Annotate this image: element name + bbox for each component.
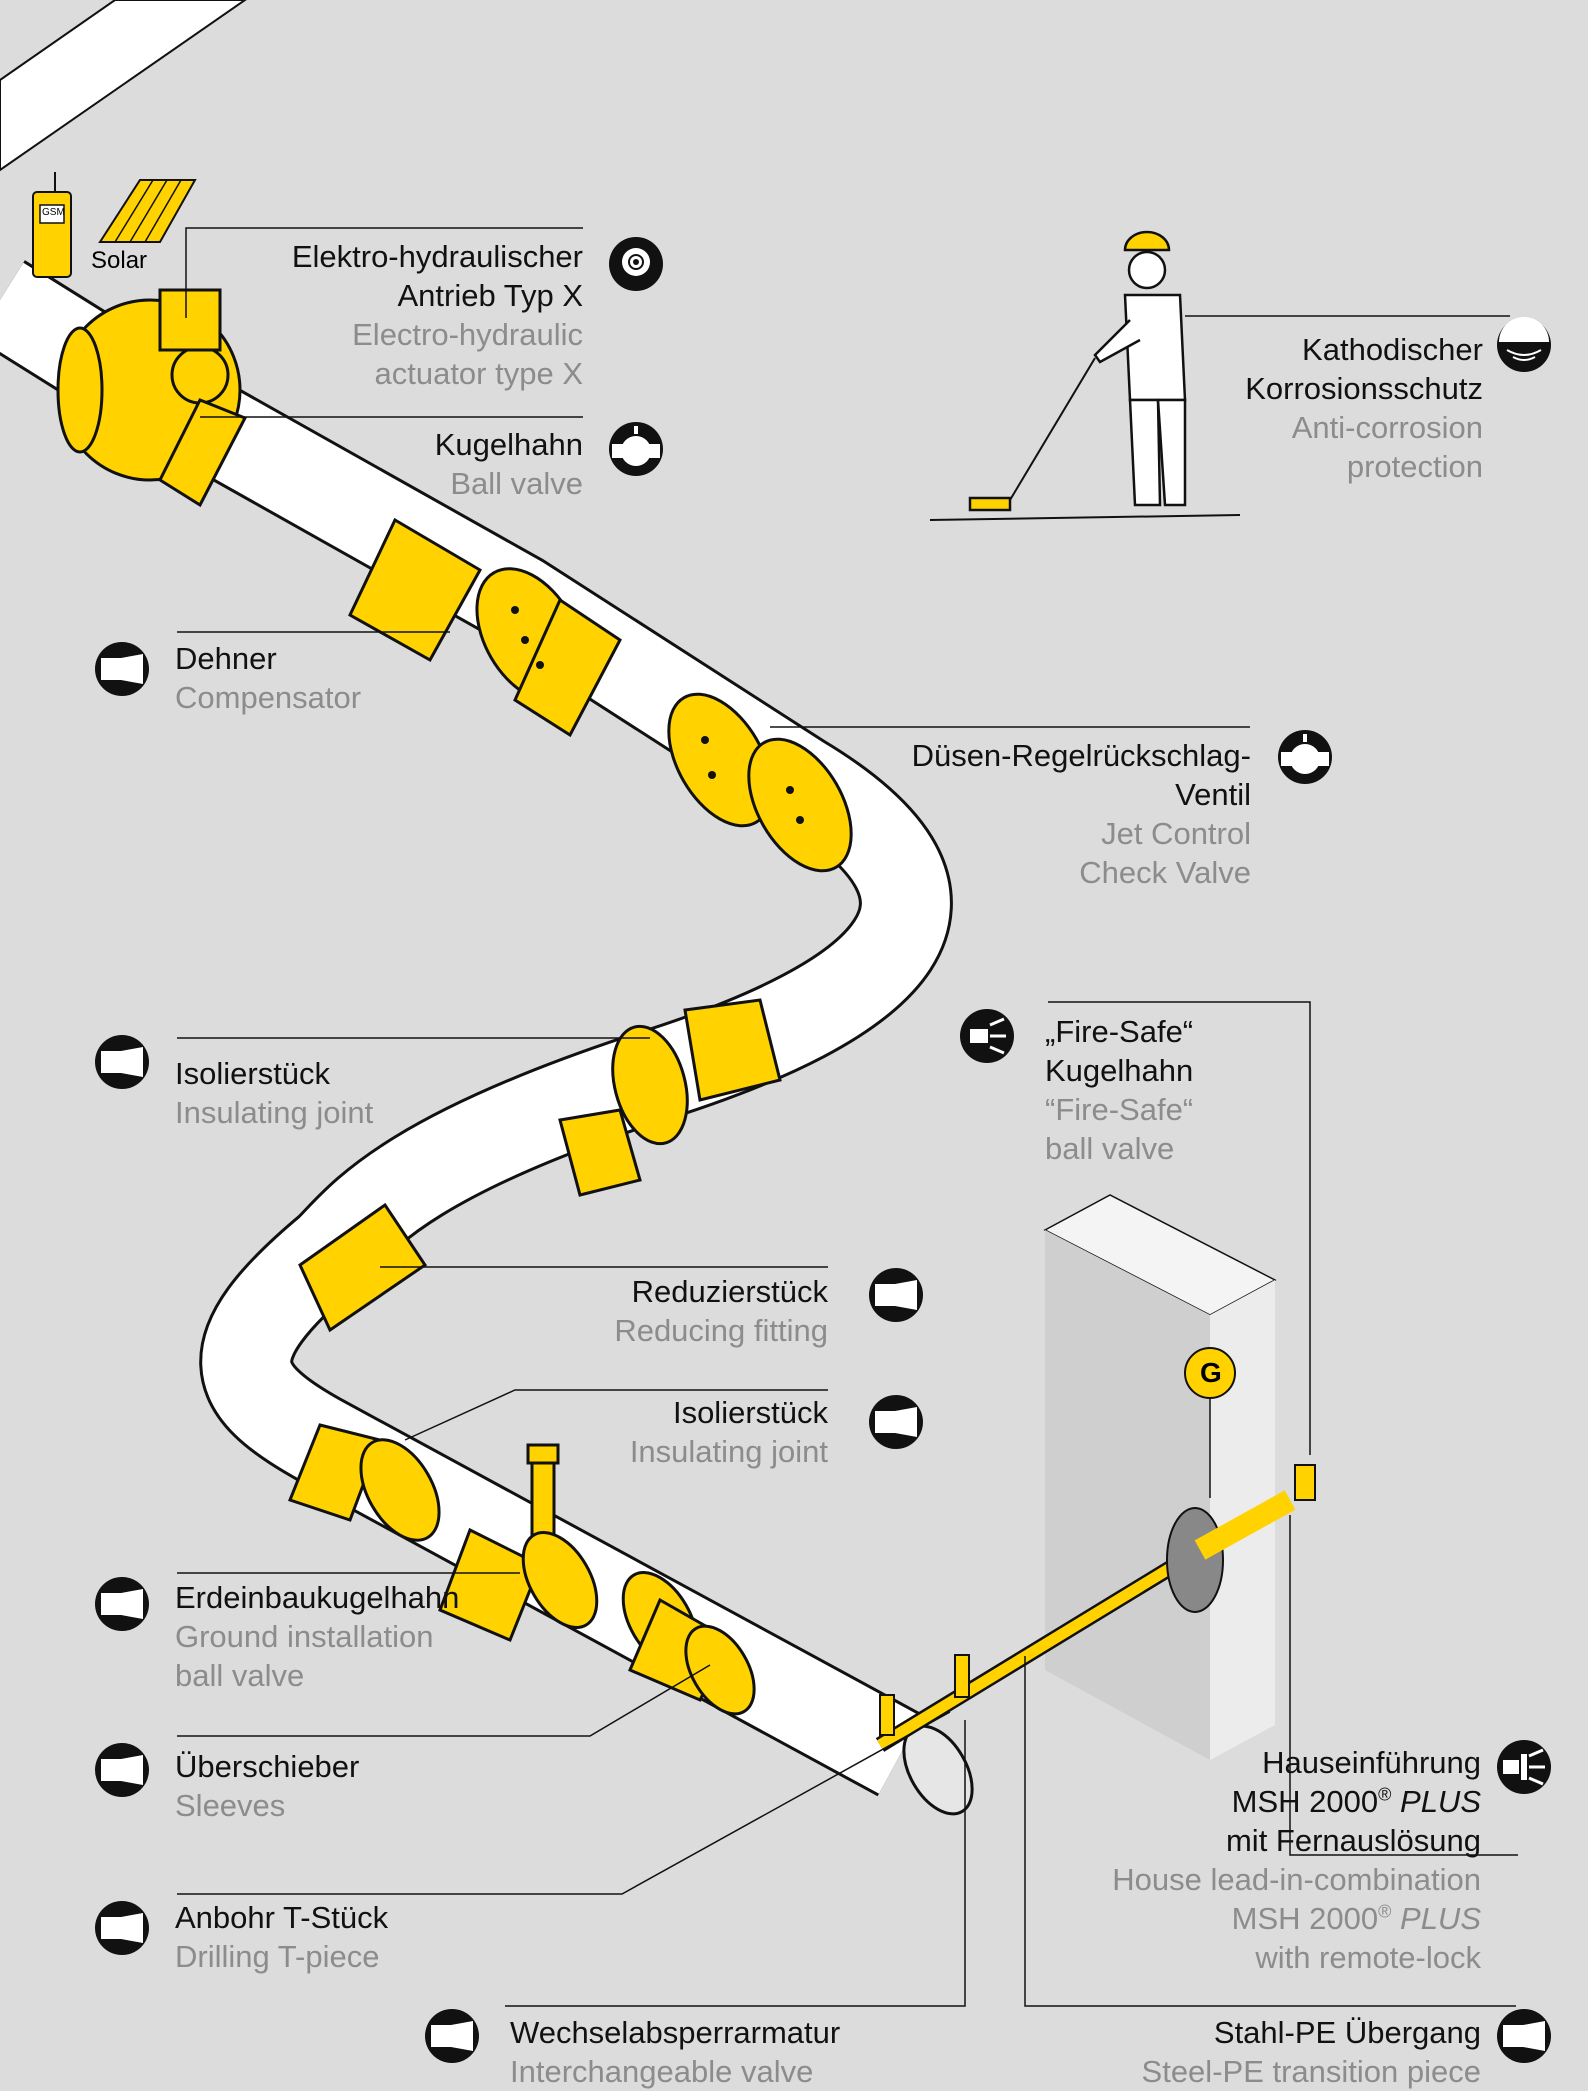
label-house-entry: Hauseinführung MSH 2000® PLUS mit Fernau… bbox=[1112, 1743, 1481, 1977]
house-entry-en-2b: PLUS bbox=[1400, 1901, 1481, 1936]
jet-valve-de-2: Ventil bbox=[1175, 777, 1251, 812]
label-compensator: Dehner Compensator bbox=[175, 639, 361, 717]
house-wall bbox=[1043, 1194, 1277, 1760]
fire-safe-de-2: Kugelhahn bbox=[1045, 1053, 1194, 1088]
pipe-fitting-icon bbox=[869, 1395, 923, 1449]
label-sleeves: Überschieber Sleeves bbox=[175, 1747, 359, 1825]
steel-pe-en: Steel-PE transition piece bbox=[1141, 2054, 1481, 2089]
house-entry-en-reg: ® bbox=[1378, 1901, 1392, 1922]
actuator-icon bbox=[609, 237, 663, 291]
label-insulating-2: Isolierstück Insulating joint bbox=[630, 1393, 828, 1471]
sleeves-en: Sleeves bbox=[175, 1788, 286, 1823]
insulating-2-de: Isolierstück bbox=[672, 1395, 828, 1430]
drilling-t-de: Anbohr T-Stück bbox=[175, 1900, 389, 1935]
cathodic-de-2: Korrosionsschutz bbox=[1245, 371, 1483, 406]
house-entry-de-2b: PLUS bbox=[1400, 1784, 1481, 1819]
actuator-en-1: Electro-hydraulic bbox=[352, 317, 583, 352]
cathodic-de-1: Kathodischer bbox=[1302, 332, 1483, 367]
house-entry-de-1: Hauseinführung bbox=[1262, 1745, 1481, 1780]
label-fire-safe: „Fire-Safe“ Kugelhahn “Fire-Safe“ ball v… bbox=[1045, 1012, 1193, 1168]
label-actuator: Elektro-hydraulischer Antrieb Typ X Elec… bbox=[292, 237, 583, 393]
label-ground-valve: Erdeinbaukugelhahn Ground installation b… bbox=[175, 1578, 459, 1695]
house-entry-en-1: House lead-in-combination bbox=[1112, 1862, 1481, 1897]
pipe-fitting-icon bbox=[1497, 2009, 1551, 2063]
label-reducing: Reduzierstück Reducing fitting bbox=[614, 1272, 828, 1350]
pipe-fitting-icon bbox=[95, 642, 149, 696]
ground-valve-en-1: Ground installation bbox=[175, 1619, 434, 1654]
fire-safe-en-1: “Fire-Safe“ bbox=[1045, 1092, 1194, 1127]
house-entry-en-2a: MSH 2000 bbox=[1231, 1901, 1379, 1936]
ball-valve-de: Kugelhahn bbox=[434, 427, 583, 462]
road-stripe bbox=[0, 0, 247, 172]
ball-valve-icon bbox=[609, 422, 663, 476]
flange-bolts bbox=[511, 606, 804, 824]
actuator-de-2: Antrieb Typ X bbox=[397, 278, 583, 313]
service-line bbox=[875, 1464, 1316, 1752]
label-drilling-t: Anbohr T-Stück Drilling T-piece bbox=[175, 1898, 388, 1976]
pipe-fitting-icon bbox=[95, 1901, 149, 1955]
label-cathodic: Kathodischer Korrosionsschutz Anti-corro… bbox=[1245, 330, 1483, 486]
gsm-phone bbox=[32, 172, 72, 278]
ball-valve-icon bbox=[1278, 730, 1332, 784]
pipe-fitting-icon bbox=[425, 2009, 479, 2063]
pipe-fitting-icon bbox=[869, 1268, 923, 1322]
worker-figure bbox=[929, 230, 1241, 521]
reducing-de: Reduzierstück bbox=[631, 1274, 828, 1309]
house-entry-de-2: MSH 2000® PLUS bbox=[1112, 1782, 1481, 1821]
label-jet-valve: Düsen-Regelrückschlag- Ventil Jet Contro… bbox=[912, 736, 1251, 892]
cathodic-en-2: protection bbox=[1346, 449, 1483, 484]
pipe-fittings bbox=[56, 288, 853, 1716]
compensator-de: Dehner bbox=[175, 641, 277, 676]
compensator-en: Compensator bbox=[175, 680, 362, 715]
actuator-en-2: actuator type X bbox=[374, 356, 583, 391]
house-entry-de-2a: MSH 2000 bbox=[1231, 1784, 1379, 1819]
pipe-fitting-icon bbox=[95, 1577, 149, 1631]
house-entry-de-3: mit Fernauslösung bbox=[1225, 1823, 1481, 1858]
reducing-en: Reducing fitting bbox=[614, 1313, 828, 1348]
insulating-1-de: Isolierstück bbox=[175, 1056, 331, 1091]
steel-pe-de: Stahl-PE Übergang bbox=[1213, 2015, 1481, 2050]
pipe-fitting-icon bbox=[95, 1035, 149, 1089]
actuator-de-1: Elektro-hydraulischer bbox=[291, 239, 583, 274]
leader-lines bbox=[177, 227, 1518, 2007]
house-entry-en-2: MSH 2000® PLUS bbox=[1112, 1899, 1481, 1938]
house-marker: G bbox=[1200, 1357, 1222, 1388]
solar-label: Solar bbox=[91, 247, 148, 274]
sleeves-de: Überschieber bbox=[175, 1749, 360, 1784]
ground-valve-de: Erdeinbaukugelhahn bbox=[175, 1580, 460, 1615]
insulating-2-en: Insulating joint bbox=[629, 1434, 828, 1469]
ground-valve-en-2: ball valve bbox=[175, 1658, 305, 1693]
fire-safe-en-2: ball valve bbox=[1045, 1131, 1175, 1166]
fire-safe-icon bbox=[960, 1009, 1014, 1063]
jet-valve-en-2: Check Valve bbox=[1079, 855, 1251, 890]
label-steel-pe: Stahl-PE Übergang Steel-PE transition pi… bbox=[1142, 2013, 1481, 2091]
ball-valve-en: Ball valve bbox=[450, 466, 583, 501]
main-pipe bbox=[0, 260, 953, 1797]
fire-safe-de-1: „Fire-Safe“ bbox=[1045, 1014, 1194, 1049]
jet-valve-en-1: Jet Control bbox=[1101, 816, 1251, 851]
gsm-label: GSM bbox=[42, 207, 65, 218]
drilling-t-en: Drilling T-piece bbox=[175, 1939, 380, 1974]
interchangeable-de: Wechselabsperrarmatur bbox=[510, 2015, 841, 2050]
house-entry-en-3: with remote-lock bbox=[1255, 1940, 1481, 1975]
insulating-1-en: Insulating joint bbox=[175, 1095, 374, 1130]
pipe-fitting-icon bbox=[95, 1743, 149, 1797]
label-ball-valve: Kugelhahn Ball valve bbox=[435, 425, 583, 503]
cathodic-en-1: Anti-corrosion bbox=[1291, 410, 1483, 445]
house-entry-de-reg: ® bbox=[1378, 1784, 1392, 1805]
house-entry-icon bbox=[1497, 1740, 1551, 1794]
label-insulating-1: Isolierstück Insulating joint bbox=[175, 1054, 373, 1132]
interchangeable-en: Interchangeable valve bbox=[510, 2054, 814, 2089]
cathodic-protection-icon bbox=[1497, 317, 1551, 372]
jet-valve-de-1: Düsen-Regelrückschlag- bbox=[911, 738, 1251, 773]
label-interchangeable: Wechselabsperrarmatur Interchangeable va… bbox=[510, 2013, 840, 2091]
solar-panel bbox=[98, 179, 197, 243]
